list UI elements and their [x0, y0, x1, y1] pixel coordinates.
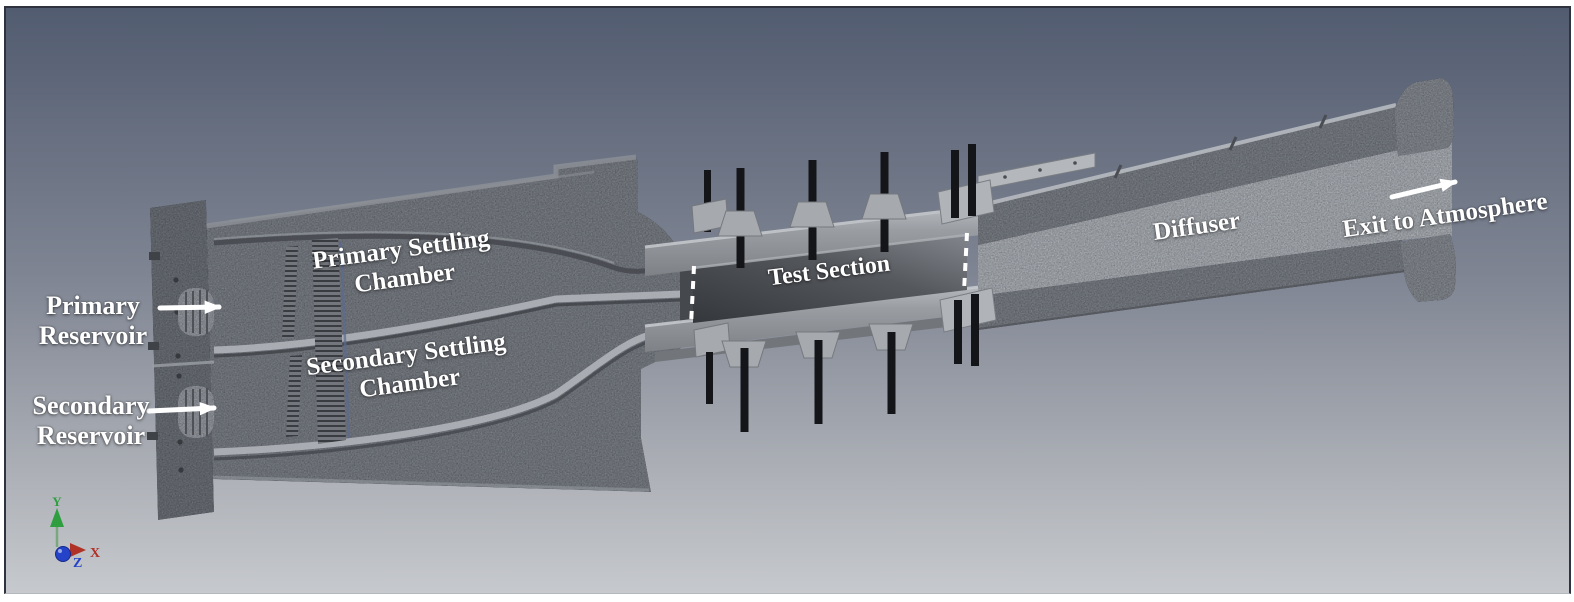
- mounting-bolt: [887, 332, 896, 414]
- primary-inlet-fitting: [178, 288, 214, 336]
- flange-notch: [149, 252, 160, 260]
- secondary-chamber-floor-shadow: [213, 335, 665, 461]
- axis-triad: Y X Z: [50, 494, 100, 571]
- clamp-block: [717, 210, 763, 237]
- label-primary-reservoir: Primary Reservoir: [38, 291, 148, 350]
- mounting-bolt: [704, 170, 711, 232]
- test-section-window: [693, 235, 967, 323]
- exit-flange-top: [1394, 78, 1454, 156]
- flow-screen-secondary: [286, 355, 302, 437]
- diffuser-bottom-shadow: [977, 270, 1405, 330]
- chamber-divider-shadow: [213, 298, 682, 358]
- x-axis-cone: [70, 543, 86, 557]
- flange-notch: [148, 342, 159, 350]
- diffuser-top-wall: [978, 106, 1398, 247]
- secondary-inlet-fitting: [178, 386, 214, 438]
- mounting-stud: [951, 150, 959, 218]
- primary-flow-arrow: [157, 300, 222, 314]
- exit-flange-bottom: [1400, 234, 1456, 302]
- x-axis-label: X: [90, 546, 100, 561]
- y-axis-cone: [50, 508, 64, 527]
- diffuser-bottom-wall: [978, 240, 1406, 330]
- clamp-block: [789, 201, 835, 228]
- secondary-chamber-floor: [213, 324, 682, 456]
- diffuser-interior: [978, 142, 1452, 298]
- mounting-bolt: [706, 352, 713, 404]
- reservoir-divider-seam: [151, 360, 215, 368]
- diffuser-top-notches: [1113, 114, 1328, 179]
- mounting-stud: [971, 294, 979, 366]
- wind-tunnel-assembly: [147, 78, 1456, 520]
- mounting-bolt: [740, 348, 749, 432]
- honeycomb-screen: [312, 238, 346, 444]
- diffuser-top-highlight: [977, 103, 1397, 208]
- flange-notch: [147, 432, 158, 440]
- z-axis-sphere-highlight: [58, 549, 62, 553]
- flow-annotations: [146, 178, 1458, 416]
- bottom-clamps: [693, 287, 997, 432]
- secondary-flow-arrow: [146, 401, 217, 416]
- mounting-bolt: [814, 340, 823, 424]
- z-axis-label: Z: [73, 556, 82, 571]
- label-secondary-reservoir: Secondary Reservoir: [32, 391, 150, 450]
- test-section-boundary-dashed-right: [962, 232, 969, 293]
- primary-chamber-ceiling-highlight: [213, 231, 615, 264]
- y-axis-label: Y: [52, 494, 62, 509]
- block-bottom-edge-highlight: [210, 475, 650, 492]
- screen-frame-edge: [339, 241, 351, 439]
- test-section-bottom-wall: [645, 284, 1005, 352]
- top-clamps: [691, 144, 995, 268]
- test-section-boundary-dashed-left: [689, 265, 696, 326]
- z-axis-sphere: [55, 546, 71, 562]
- mounting-stud: [968, 144, 976, 216]
- clamp-block: [861, 193, 907, 220]
- mounting-stud: [954, 300, 962, 364]
- test-section-top-wall: [645, 205, 1005, 276]
- block-top-seam: [229, 170, 595, 223]
- left-end-flange: [150, 200, 214, 520]
- chamber-divider-wall: [213, 290, 682, 354]
- exit-flow-arrow: [1389, 178, 1458, 200]
- flow-screen-primary: [282, 246, 298, 339]
